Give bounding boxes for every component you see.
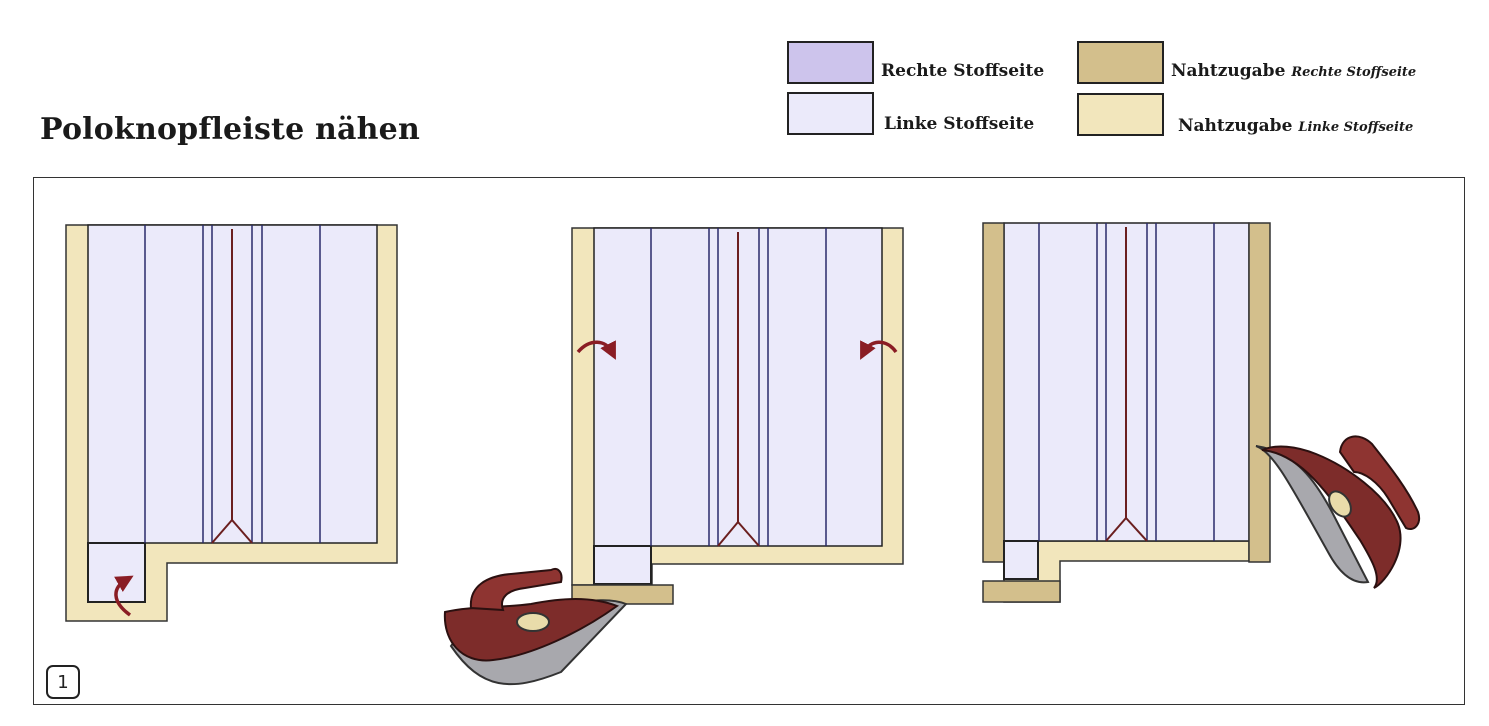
panel-2-small-square [593, 545, 652, 585]
panel-3-left-folded-strip [982, 222, 1005, 563]
panel-2-fold-lines [650, 228, 827, 546]
legend-swatch-nahtzugabe-linke [1077, 93, 1164, 136]
legend-label-nahtzugabe-rechte: Nahtzugabe Rechte Stoffseite [1171, 61, 1417, 81]
legend-swatch-nahtzugabe-rechte [1077, 41, 1164, 84]
iron-icon-2 [1255, 435, 1420, 589]
legend-swatch-rechte-stoffseite [787, 41, 874, 84]
panel-1-fold-lines [144, 225, 321, 543]
panel-1 [65, 224, 398, 622]
diagram-frame [33, 177, 1465, 705]
panel-3-small-square [1003, 540, 1039, 580]
panel-2 [571, 227, 904, 605]
page-title: Poloknopfleiste nähen [40, 112, 420, 147]
panel-2-fold-arrow-left [576, 340, 616, 360]
panel-1-fold-arrow [114, 575, 134, 617]
legend-label-rechte-stoffseite: Rechte Stoffseite [881, 61, 1045, 81]
panel-1-placket-cut [211, 229, 253, 544]
iron-icon [443, 568, 628, 686]
legend-label-nahtzugabe-linke: Nahtzugabe Linke Stoffseite [1178, 116, 1414, 136]
panel-2-placket-cut [717, 232, 760, 547]
legend-label-linke-stoffseite: Linke Stoffseite [884, 114, 1035, 134]
legend-swatch-linke-stoffseite [787, 92, 874, 135]
panel-3-placket-cut [1105, 227, 1148, 542]
panel-3-right-folded-strip [1248, 222, 1271, 563]
step-number-badge: 1 [46, 665, 80, 699]
panel-3-bottom-folded-strip [982, 580, 1061, 603]
legend-sub-rechte: Rechte Stoffseite [1291, 65, 1417, 80]
panel-3 [982, 222, 1271, 603]
panel-3-fold-lines [1038, 223, 1215, 541]
legend-sub-linke: Linke Stoffseite [1298, 120, 1414, 135]
panel-2-fold-arrow-right [860, 340, 898, 360]
